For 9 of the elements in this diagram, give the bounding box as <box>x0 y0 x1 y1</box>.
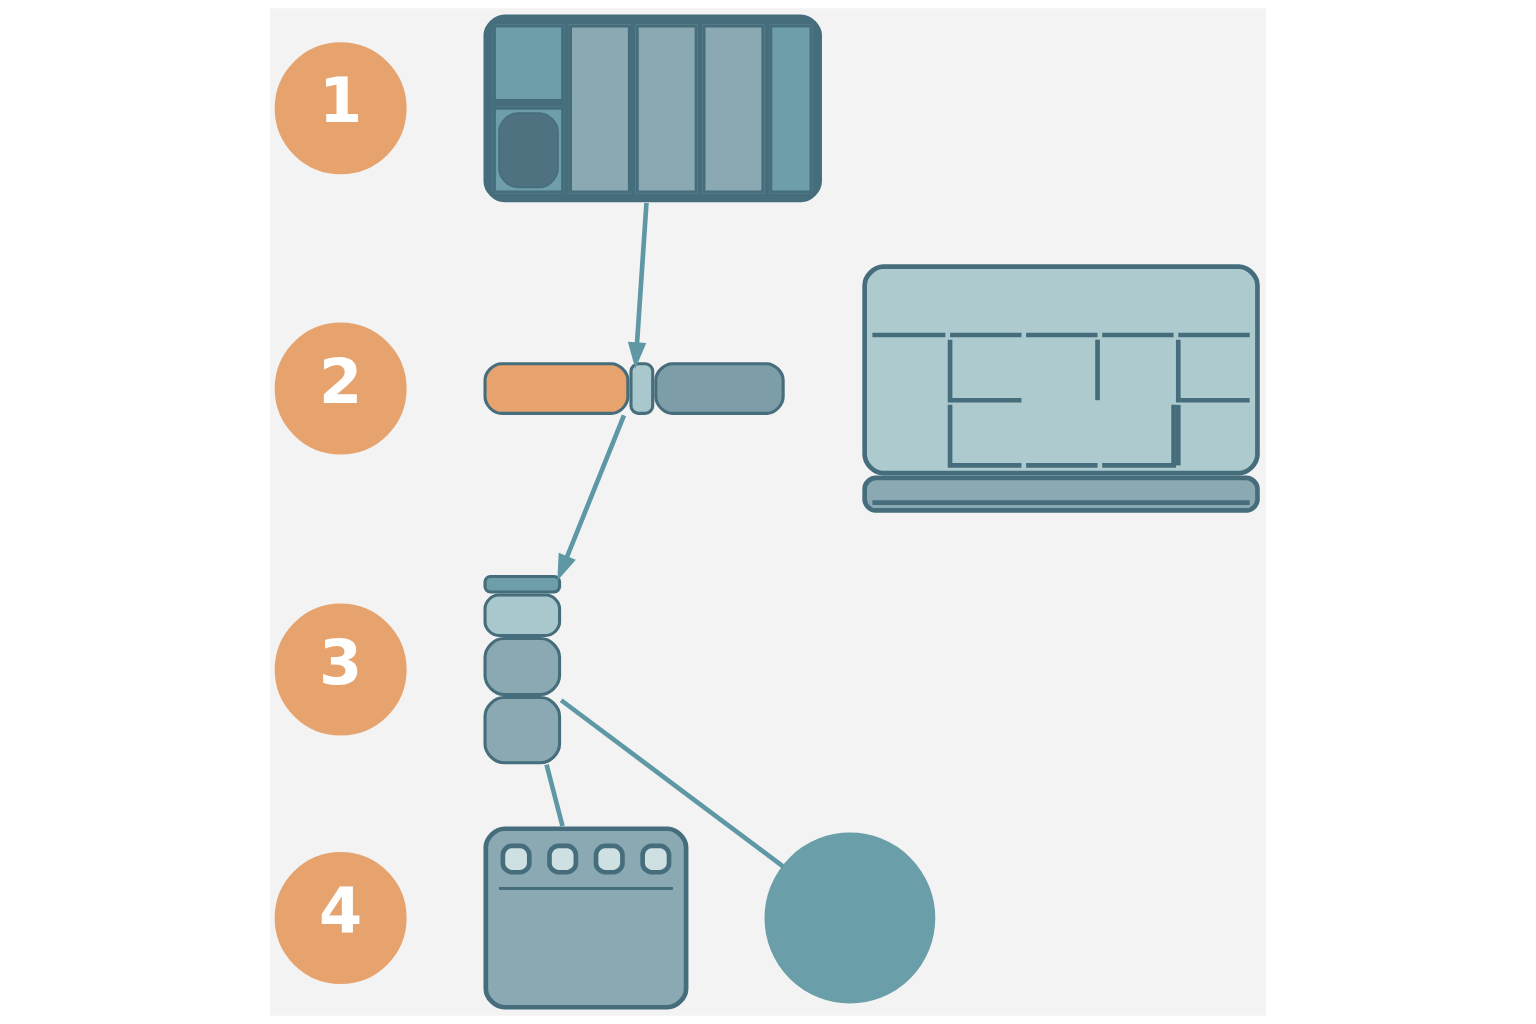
node-circle: 1 <box>274 42 407 175</box>
connector <box>544 764 565 827</box>
arrow <box>627 202 649 369</box>
node-circle: 4 <box>274 852 407 984</box>
node-circle: 2 <box>274 322 407 455</box>
arrow <box>557 414 627 581</box>
connector <box>559 698 785 869</box>
node-circle: 3 <box>274 603 407 736</box>
node-circle <box>764 832 936 1004</box>
